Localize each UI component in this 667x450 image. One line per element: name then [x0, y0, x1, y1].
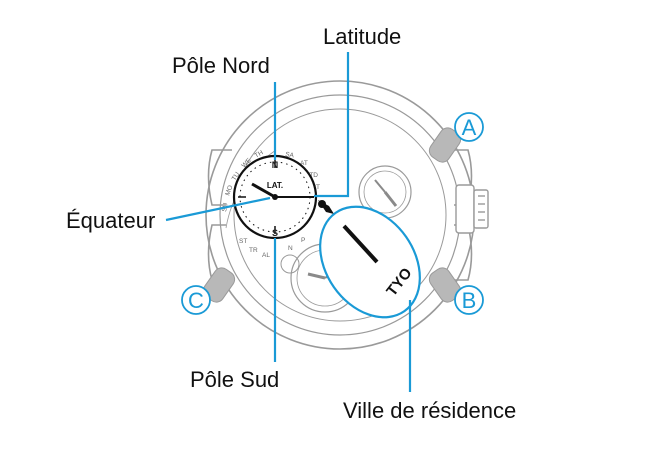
crown[interactable]: [455, 184, 489, 234]
south-pole-label: Pôle Sud: [190, 367, 279, 392]
case-inner-ring: [233, 108, 447, 322]
city-hand: [342, 224, 379, 264]
mark-al: AL: [262, 252, 270, 259]
north-pole-label: Pôle Nord: [172, 53, 270, 78]
mark-at: AT: [300, 160, 308, 167]
small-lower-dial: [280, 254, 300, 274]
home-city-window: [319, 205, 421, 319]
weekday-sa: SA: [285, 151, 295, 160]
button-c-badge: C: [181, 285, 211, 315]
equator-label: Équateur: [66, 208, 155, 233]
mark-p: P: [301, 237, 305, 244]
equator-callout-line: [165, 196, 271, 222]
mark-std: STD: [305, 172, 318, 179]
lat-label: LAT.: [267, 181, 283, 190]
mark-st: ST: [239, 238, 247, 245]
button-b-letter: B: [462, 288, 477, 313]
button-a-letter: A: [462, 115, 477, 140]
mark-tr: TR: [249, 247, 258, 254]
weekday-tu: TU: [231, 171, 242, 182]
north-mark: N: [272, 160, 279, 170]
weekday-th: TH: [254, 149, 265, 160]
left-upper-guard: [207, 149, 232, 206]
button-a-badge: A: [454, 112, 484, 142]
main-hands: [318, 200, 334, 214]
south-mark: S: [272, 228, 278, 238]
home-city-label: Ville de résidence: [343, 398, 516, 423]
latitude-callout-line: [314, 52, 350, 198]
button-b-badge: B: [454, 285, 484, 315]
callout-lines: [165, 52, 412, 392]
latitude-hand-back: [251, 182, 276, 199]
latitude-label: Latitude: [323, 24, 401, 49]
weekday-mo: MO: [224, 184, 234, 196]
mark-n: N: [288, 245, 293, 252]
button-c-letter: C: [188, 288, 204, 313]
